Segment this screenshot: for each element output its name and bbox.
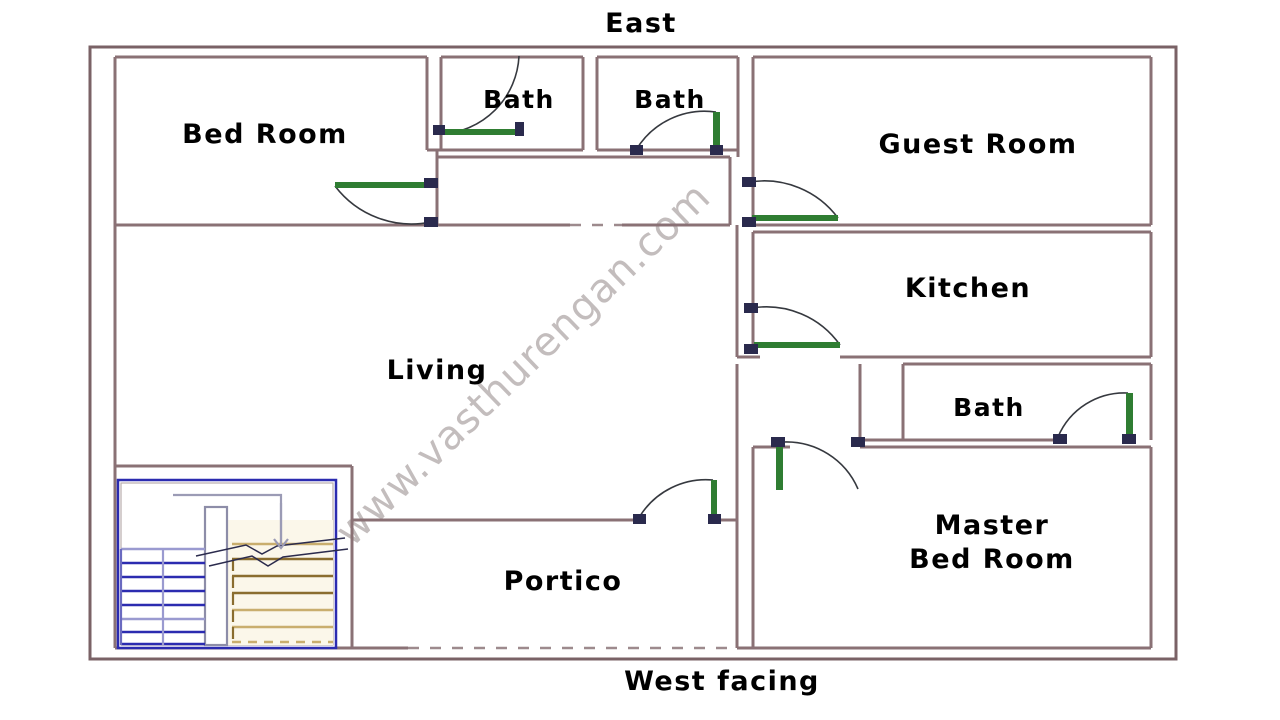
room-label-bath-top-right: Bath <box>634 85 706 114</box>
dashed-openings <box>408 223 737 650</box>
door-bath-top-left <box>433 55 524 136</box>
doors <box>334 55 1136 524</box>
staircase-direction-arrow <box>273 503 289 550</box>
room-label-kitchen: Kitchen <box>905 273 1031 304</box>
room-label-bed-room: Bed Room <box>182 119 348 150</box>
outer-boundary-wall <box>88 45 1178 661</box>
orientation-label-top: East <box>605 8 677 39</box>
orientation-label-bottom: West facing <box>624 666 820 697</box>
room-labels: Bed Room Bath Bath Guest Room Kitchen Li… <box>182 85 1077 597</box>
room-label-portico: Portico <box>504 566 623 597</box>
room-label-master-line2: Bed Room <box>909 544 1075 575</box>
door-master-bed <box>771 437 865 490</box>
room-label-master-line1: Master <box>935 510 1050 541</box>
door-bath-top-right <box>630 110 723 155</box>
door-portico <box>633 478 721 524</box>
door-bed-room <box>334 178 438 227</box>
staircase <box>116 478 349 650</box>
staircase-break-line <box>195 537 349 567</box>
door-kitchen <box>744 303 841 354</box>
orientation-labels: East West facing <box>605 8 820 697</box>
door-master-bath <box>1053 392 1136 444</box>
room-label-bath-top-left: Bath <box>483 85 555 114</box>
staircase-tan-treads <box>232 542 333 644</box>
room-label-bath-master: Bath <box>953 393 1025 422</box>
room-label-guest-room: Guest Room <box>878 129 1077 160</box>
door-guest-room <box>742 177 839 227</box>
room-label-living: Living <box>387 355 488 386</box>
